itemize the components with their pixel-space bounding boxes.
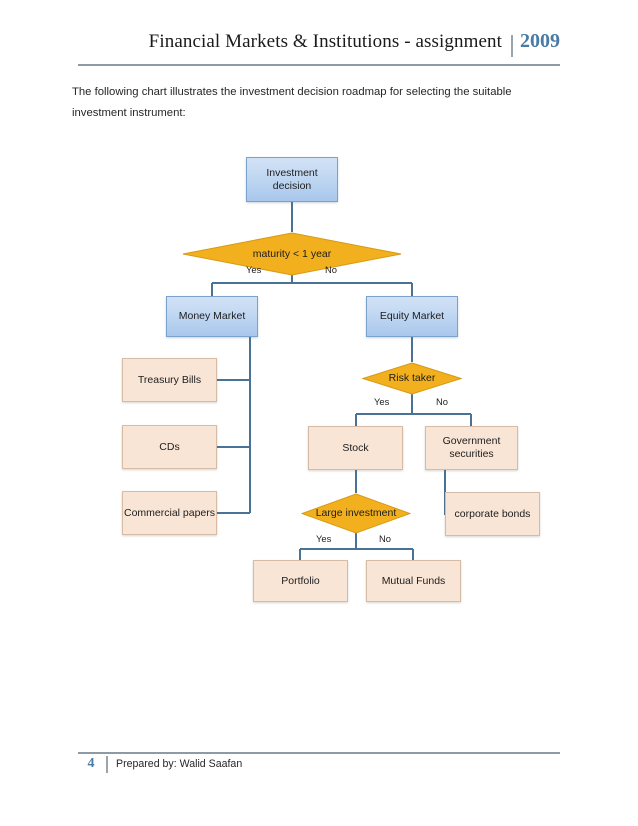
edge-label-maturity-yes: Yes xyxy=(246,264,262,275)
edge-label-large-yes: Yes xyxy=(316,533,332,544)
footer-page-number: 4 xyxy=(87,756,95,771)
footer-rule xyxy=(78,752,560,754)
node-corporate-bonds[interactable]: corporate bonds xyxy=(445,492,540,536)
node-mutual-funds-label: Mutual Funds xyxy=(381,574,446,587)
node-commercial-papers-label: Commercial papers xyxy=(123,506,216,519)
node-portfolio[interactable]: Portfolio xyxy=(253,560,348,602)
node-risk-taker-label: Risk taker xyxy=(388,372,436,384)
node-equity-market[interactable]: Equity Market xyxy=(366,296,458,337)
diamond-shape xyxy=(182,232,402,276)
node-government-securities[interactable]: Government securities xyxy=(425,426,518,470)
node-treasury-bills[interactable]: Treasury Bills xyxy=(122,358,217,402)
node-equity-market-label: Equity Market xyxy=(379,310,445,322)
header-year: 2009 xyxy=(520,30,560,52)
node-maturity-decision-label: maturity < 1 year xyxy=(252,247,332,260)
node-portfolio-label: Portfolio xyxy=(281,574,320,587)
node-maturity-decision[interactable]: maturity < 1 year xyxy=(182,232,402,276)
footer-divider xyxy=(106,755,108,773)
edge-label-maturity-no: No xyxy=(325,264,337,275)
node-stock[interactable]: Stock xyxy=(308,426,403,470)
footer-prepared-by: Prepared by: Walid Saafan xyxy=(116,758,243,770)
edge-label-risk-yes: Yes xyxy=(374,396,390,407)
node-money-market[interactable]: Money Market xyxy=(166,296,258,337)
node-large-investment-label: Large investment xyxy=(315,507,397,519)
node-commercial-papers[interactable]: Commercial papers xyxy=(122,491,217,535)
page-footer: 4 Prepared by: Walid Saafan xyxy=(78,754,242,774)
header-rule xyxy=(78,64,560,66)
node-large-investment-decision[interactable]: Large investment xyxy=(301,493,411,534)
node-investment-decision[interactable]: Investment decision xyxy=(246,157,338,202)
node-corporate-bonds-label: corporate bonds xyxy=(454,507,531,520)
intro-paragraph: The following chart illustrates the inve… xyxy=(72,86,512,119)
edge-label-risk-no: No xyxy=(436,396,448,407)
node-investment-decision-label: Investment decision xyxy=(266,166,318,192)
node-government-securities-label: Government securities xyxy=(442,435,501,460)
header-title: Financial Markets & Institutions - assig… xyxy=(148,31,502,52)
node-money-market-label: Money Market xyxy=(178,310,246,322)
node-risk-taker-decision[interactable]: Risk taker xyxy=(362,362,462,395)
diamond-shape xyxy=(362,362,462,395)
node-treasury-bills-label: Treasury Bills xyxy=(137,373,202,386)
node-stock-label: Stock xyxy=(342,441,369,454)
diamond-shape xyxy=(301,493,411,534)
node-mutual-funds[interactable]: Mutual Funds xyxy=(366,560,461,602)
node-cds-label: CDs xyxy=(159,440,180,453)
edge-label-large-no: No xyxy=(379,533,391,544)
node-cds[interactable]: CDs xyxy=(122,425,217,469)
header-divider xyxy=(511,35,513,57)
page-header: Financial Markets & Institutions - assig… xyxy=(78,30,560,66)
